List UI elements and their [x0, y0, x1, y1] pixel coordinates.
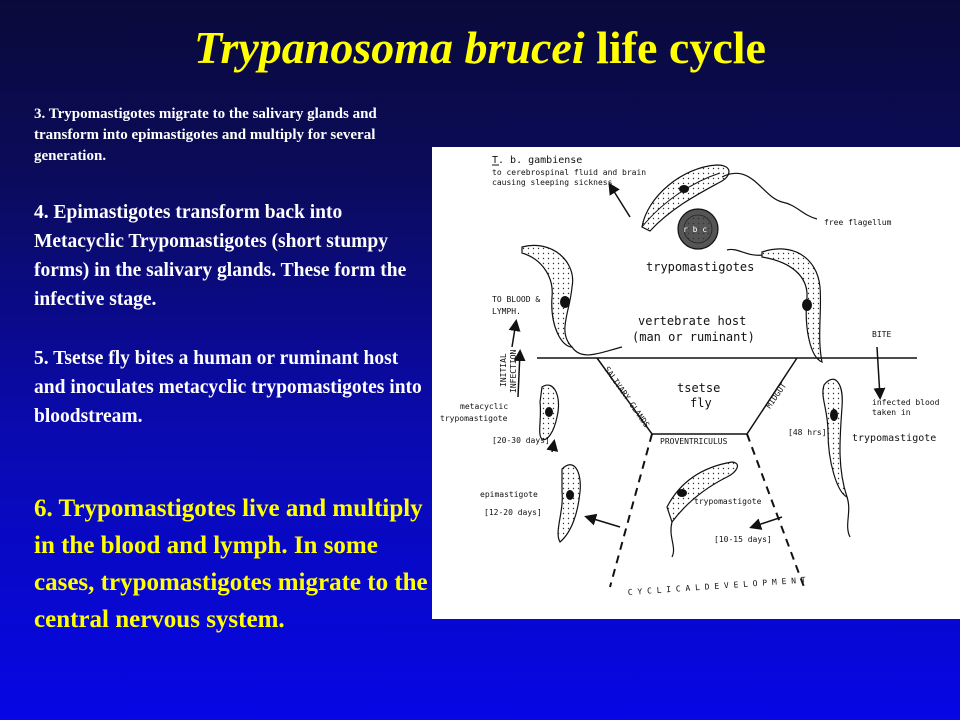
metacyclic-label-2: trypomastigote: [440, 414, 508, 423]
proventriculus-label: PROVENTRICULUS: [660, 437, 728, 446]
trypanosome-left: [521, 244, 574, 348]
days-12-20: [12-20 days]: [484, 508, 542, 517]
metacyclic-nucleus: [545, 407, 553, 417]
tbg-label: T. b. gambiense: [492, 155, 582, 166]
days-20-30: [20-30 days]: [492, 436, 550, 445]
trypomastigote-right-label: trypomastigote: [852, 433, 936, 444]
trypanosome-right-flagellum: [726, 248, 763, 256]
rbc-label: r b c: [683, 225, 707, 234]
vertebrate-host-2: (man or ruminant): [632, 330, 755, 344]
metacyclic-label-1: metacyclic: [460, 402, 508, 411]
life-cycle-diagram: T. b. gambiense to cerebrospinal fluid a…: [432, 147, 960, 619]
trypomastigote-midgut-flagellum: [846, 496, 851, 538]
trypomastigote-mid-flagellum: [670, 521, 675, 558]
trypanosome-right-nucleus: [802, 299, 812, 311]
cyclical-development-label: C Y C L I C A L D E V E L O P M E N T: [628, 576, 807, 597]
midgut-label: MIDGUT: [764, 381, 788, 410]
trypomastigote-mid-label: trypomastigote: [694, 497, 762, 506]
cns-line2: causing sleeping sickness: [492, 178, 613, 187]
tsetse-label-1: tsetse: [677, 381, 720, 395]
hrs-48: [48 hrs]: [788, 428, 827, 437]
bite-arrow: [873, 346, 886, 400]
step-3-text: 3. Trypomastigotes migrate to the saliva…: [34, 106, 377, 164]
epimastigote-arrow: [584, 513, 621, 528]
tsetse-label-2: fly: [690, 396, 712, 410]
bite-label: BITE: [872, 330, 891, 339]
to-blood-arrow: [508, 319, 521, 348]
epimastigote-nucleus: [566, 490, 574, 500]
trypomastigote-mid: [666, 461, 739, 524]
metacyclic-arrow: [546, 439, 559, 453]
initial-infection-1: INITIAL: [499, 353, 508, 387]
cns-line1: to cerebrospinal fluid and brain: [492, 168, 646, 177]
trypanosome-top-nucleus: [679, 185, 689, 193]
mid-arrow: [749, 516, 783, 530]
trypomastigote-midgut-nucleus: [830, 409, 838, 421]
infected-blood-2: taken in: [872, 408, 911, 417]
infected-blood-1: infected blood: [872, 398, 940, 407]
trypanosome-top-membrane: [641, 172, 721, 228]
free-flagellum-label: free flagellum: [824, 218, 892, 227]
to-blood-2: LYMPH.: [492, 307, 521, 316]
initial-infection-arrow: [513, 349, 526, 398]
trypanosome-right: [761, 248, 823, 363]
dashed-right: [746, 433, 805, 588]
epimastigote-label: epimastigote: [480, 490, 538, 499]
title-rest: life cycle: [584, 22, 766, 73]
free-flagellum-line: [721, 172, 818, 220]
salivary-glands-label: SALIVARY GLANDS: [602, 365, 651, 429]
rbc-inner: [683, 214, 713, 244]
trypomastigote-midgut: [822, 378, 849, 499]
title-species: Trypanosoma brucei: [194, 22, 585, 73]
cns-arrow: [608, 182, 631, 218]
slide-title: Trypanosoma brucei life cycle: [0, 20, 960, 76]
dashed-left: [609, 433, 653, 588]
step-5-text: 5. Tsetse fly bites a human or ruminant …: [34, 348, 422, 427]
initial-infection-2: INFECTION: [509, 349, 518, 393]
epimastigote-shape: [557, 464, 581, 543]
vertebrate-host-1: vertebrate host: [638, 314, 746, 328]
trypanosome-left-flagellum: [571, 346, 623, 356]
step-6-text: 6. Trypomastigotes live and multiply in …: [34, 495, 428, 633]
step-4-text: 4. Epimastigotes transform back into Met…: [34, 202, 407, 310]
trypomastigote-mid-nucleus: [677, 489, 687, 497]
to-blood-1: TO BLOOD &: [492, 295, 540, 304]
trypomastigotes-label: trypomastigotes: [646, 260, 754, 274]
tsetse-fly-outline: [596, 357, 798, 435]
trypanosome-left-nucleus: [560, 296, 570, 308]
days-10-15: [10-15 days]: [714, 535, 772, 544]
trypanosome-top: [641, 164, 730, 232]
